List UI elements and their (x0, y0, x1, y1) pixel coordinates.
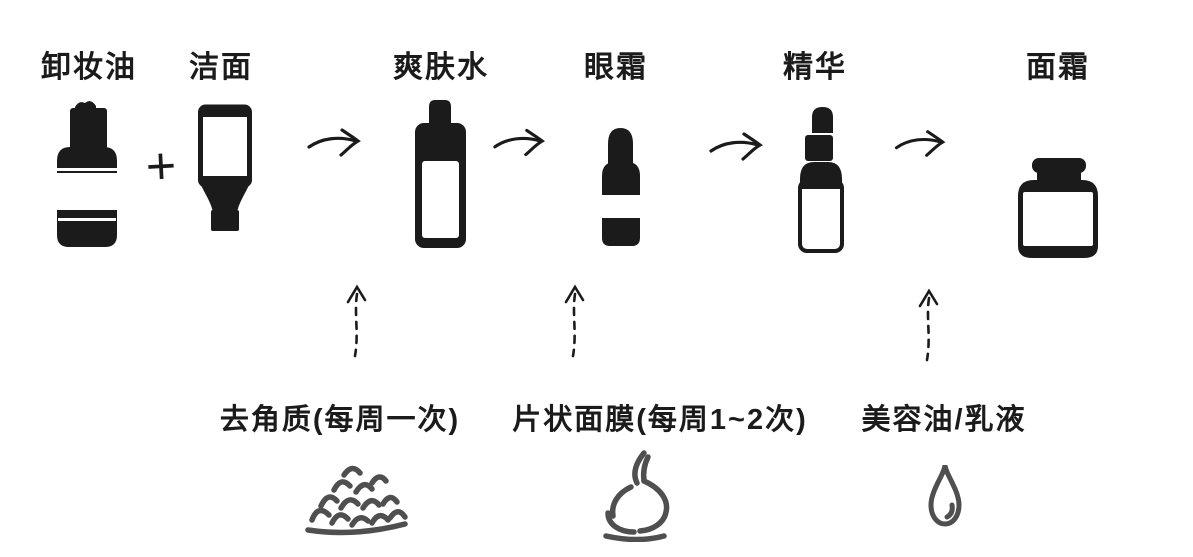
cream-jar-icon (1018, 158, 1098, 258)
arrow-right-icon (894, 130, 946, 157)
step-label-eye-cream: 眼霜 (584, 51, 648, 84)
mask-doodle-icon (603, 450, 670, 542)
dashed-arrow-up-icon (564, 284, 585, 358)
treatment-label-exfoliate: 去角质(每周一次) (219, 404, 461, 436)
dashed-arrow-up-icon (918, 288, 939, 362)
treatment-label-beauty-oil: 美容油/乳液 (861, 404, 1027, 436)
plus-connector: + (144, 136, 178, 197)
pump-bottle-icon (57, 101, 117, 247)
scrub-doodle-icon (305, 465, 408, 536)
eye-cream-bottle-icon (602, 128, 640, 246)
oil-drop-doodle-icon (928, 464, 962, 527)
dashed-arrow-up-icon (346, 284, 367, 358)
arrow-right-icon (307, 128, 361, 157)
step-label-face-cream: 面霜 (1026, 51, 1090, 84)
step-label-cleansing-oil: 卸妆油 (41, 51, 137, 84)
arrow-right-icon (493, 128, 546, 157)
step-label-essence: 精华 (783, 51, 847, 84)
step-label-toner: 爽肤水 (393, 51, 489, 84)
treatment-label-sheet-mask: 片状面膜(每周1~2次) (512, 404, 808, 436)
cleanser-tube-icon (198, 104, 252, 231)
toner-bottle-icon (415, 100, 466, 248)
arrow-right-icon (709, 132, 763, 161)
step-label-cleanser: 洁面 (189, 51, 253, 84)
dropper-bottle-icon (798, 107, 844, 253)
